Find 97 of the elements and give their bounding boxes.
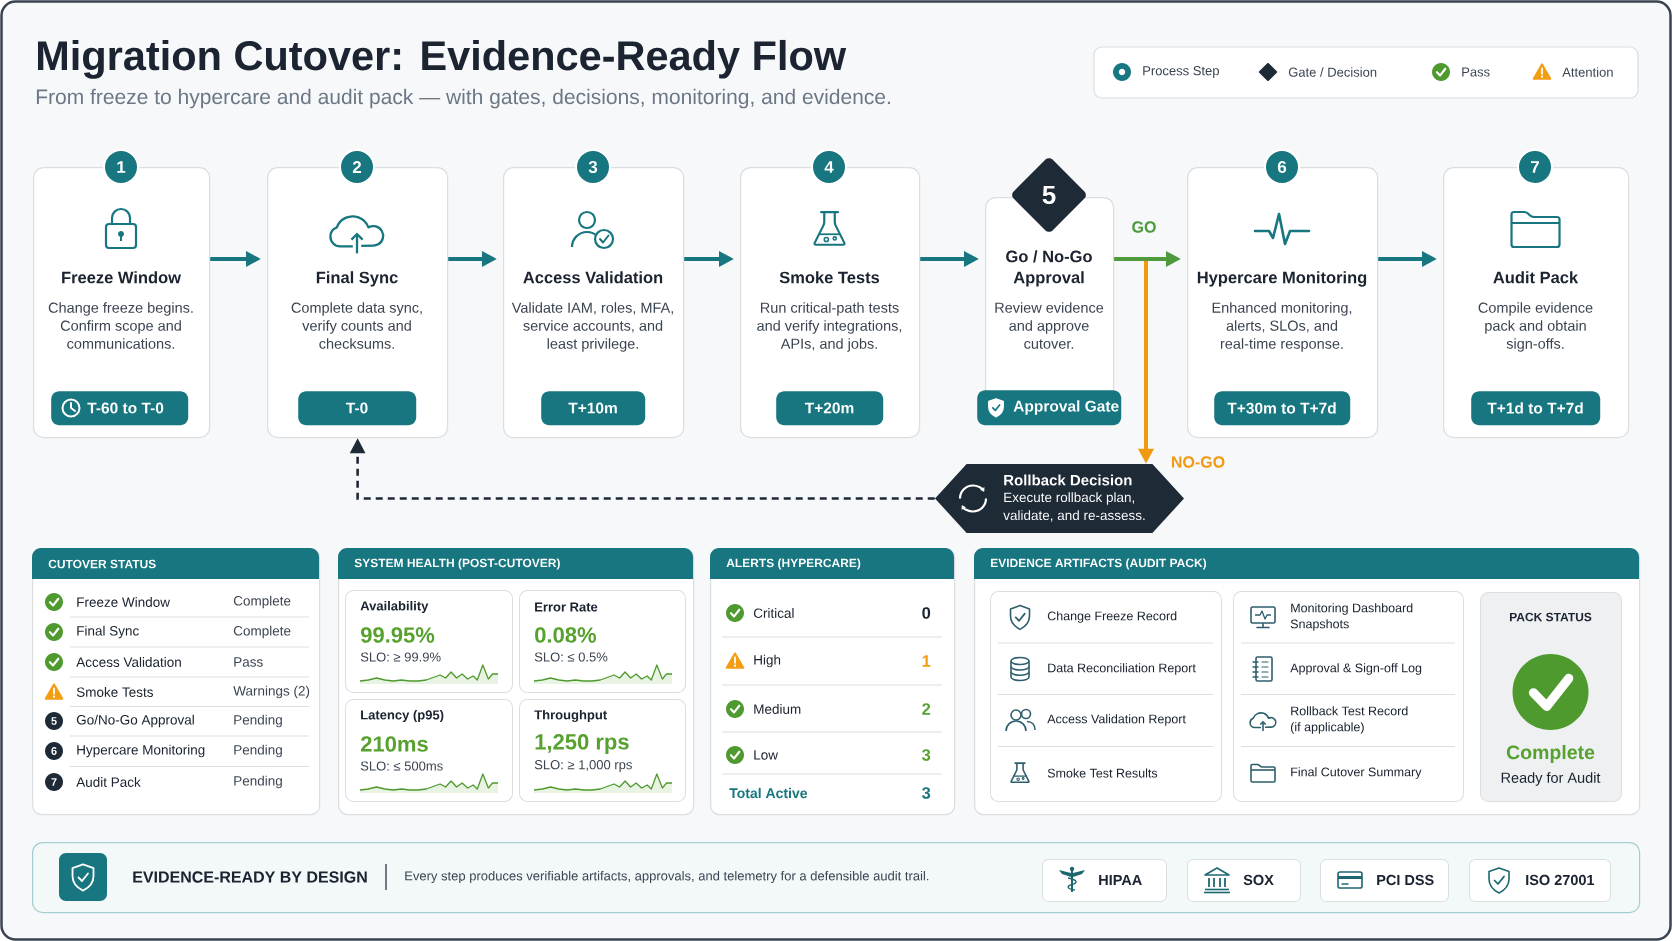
- compliance-badge: PCI DSS: [1320, 859, 1449, 902]
- time-pill: T+30m to T+7d: [1214, 391, 1351, 426]
- number-badge: 6: [45, 742, 63, 760]
- step-description: Run critical-path tests and verify integrations, APIs, and jobs.: [757, 302, 902, 352]
- row-label: Medium: [754, 704, 801, 714]
- step-title: Go / No-Go Approval: [1006, 250, 1092, 287]
- status-text: Pending: [234, 714, 282, 728]
- compliance-badge: HIPAA: [1042, 859, 1167, 902]
- footer-heading: EVIDENCE-READY BY DESIGN: [133, 871, 367, 883]
- count-value: 0: [922, 607, 931, 619]
- number-badge: 7: [1517, 149, 1553, 185]
- step-title: Access Validation: [523, 271, 663, 284]
- metric-value: 99.95%: [361, 627, 435, 643]
- artifact-name: Approval & Sign-off Log: [1290, 663, 1422, 675]
- subtitle: From freeze to hypercare and audit pack — with gates, decisions, monitoring, and evidence.: [36, 88, 890, 109]
- compliance-badge: ISO 27001: [1469, 859, 1611, 902]
- step-title: Smoke Tests: [779, 271, 880, 284]
- artifact-name: Data Reconciliation Report: [1048, 663, 1196, 675]
- legend-label: Gate / Decision: [1288, 67, 1377, 77]
- row-label: Access Validation: [76, 657, 181, 667]
- gate-pill: Approval Gate: [977, 390, 1122, 426]
- number-badge: 1: [103, 149, 139, 185]
- time-pill: T-0: [298, 391, 417, 426]
- metric-value: 210ms: [361, 736, 428, 752]
- artifact-name: Access Validation Report: [1047, 714, 1186, 726]
- metric-value: 1,250 rps: [535, 734, 629, 754]
- title: Migration Cutover: Evidence-Ready Flow: [38, 39, 847, 79]
- footer-text: Every step produces verifiable artifacts, approvals, and telemetry for a defensible audit trail.: [405, 870, 929, 884]
- row-label: Low: [754, 750, 778, 760]
- panel-header: ALERTS (HYPERCARE): [710, 548, 954, 579]
- row-label: High: [754, 654, 781, 668]
- step-description: Compile evidence pack and obtain sign-offs.: [1478, 302, 1593, 352]
- slo-text: SLO: ≥ 99.9%: [360, 652, 441, 662]
- step-title: Final Sync: [316, 271, 398, 287]
- count-value: 2: [922, 703, 931, 715]
- count-value: 3: [922, 787, 931, 799]
- status-text: Pending: [234, 744, 282, 758]
- legend-label: Process Step: [1143, 66, 1219, 78]
- total-label: Total Active: [729, 787, 808, 799]
- metric-label: Throughput: [534, 709, 607, 723]
- legend-label: Attention: [1562, 67, 1613, 77]
- number-badge: 4: [811, 149, 847, 185]
- slo-text: SLO: ≥ 1,000 rps: [534, 760, 632, 772]
- status-text: Complete: [233, 595, 291, 609]
- slo-text: SLO: ≤ 0.5%: [534, 652, 608, 662]
- metric-label: Latency (p95): [361, 709, 444, 723]
- row-label: Smoke Tests: [76, 687, 153, 697]
- status-text: Complete: [233, 625, 291, 639]
- compliance-badge: SOX: [1187, 859, 1301, 902]
- number-badge: 7: [45, 773, 63, 791]
- row-label: Audit Pack: [76, 777, 141, 787]
- count-value: 1: [922, 655, 931, 667]
- row-label: Hypercare Monitoring: [77, 744, 205, 758]
- hexagon-description: Execute rollback plan, validate, and re-assess.: [1003, 492, 1145, 522]
- row-label: Final Sync: [77, 625, 139, 639]
- step-description: Enhanced monitoring, alerts, SLOs, and real-time response.: [1212, 302, 1352, 352]
- number-badge: 5: [45, 712, 63, 730]
- legend-label: Pass: [1462, 67, 1490, 77]
- number-badge: 2: [339, 149, 375, 185]
- artifact-name: Monitoring Dashboard Snapshots: [1290, 603, 1413, 631]
- step-title: Freeze Window: [62, 271, 182, 284]
- status-note: Ready for Audit: [1501, 772, 1601, 786]
- artifact-name: Rollback Test Record (if applicable): [1291, 706, 1408, 734]
- edge-label: NO-GO: [1168, 454, 1228, 470]
- hexagon-title: Rollback Decision: [1004, 474, 1132, 486]
- step-title: Hypercare Monitoring: [1197, 271, 1367, 287]
- status-text: Pass: [234, 657, 263, 667]
- slo-text: SLO: ≤ 500ms: [360, 761, 443, 771]
- status-text: Warnings (2): [233, 685, 310, 699]
- step-description: Complete data sync, verify counts and checksums.: [291, 302, 422, 349]
- time-pill: T-60 to T-0: [51, 391, 189, 426]
- row-label: Critical: [753, 608, 794, 618]
- edge-label: GO: [1129, 219, 1159, 235]
- panel-header: SYSTEM HEALTH (POST-CUTOVER): [338, 548, 693, 579]
- status-heading: PACK STATUS: [1510, 612, 1592, 622]
- metric-value: 0.08%: [535, 627, 596, 643]
- status-value: Complete: [1506, 744, 1595, 764]
- step-title: Audit Pack: [1493, 271, 1579, 284]
- metric-label: Availability: [360, 600, 429, 614]
- metric-label: Error Rate: [535, 602, 598, 612]
- step-description: Validate IAM, roles, MFA, service accounts, and least privilege.: [511, 302, 673, 352]
- time-pill: T+10m: [541, 391, 646, 426]
- step-description: Change freeze begins. Confirm scope and communications.: [48, 302, 193, 349]
- time-pill: T+1d to T+7d: [1471, 391, 1601, 426]
- step-description: Review evidence and approve cutover.: [995, 302, 1104, 349]
- row-label: Go/No-Go Approval: [76, 714, 194, 728]
- number-badge: 3: [575, 149, 611, 185]
- artifact-name: Final Cutover Summary: [1291, 767, 1422, 779]
- row-label: Freeze Window: [77, 597, 170, 607]
- artifact-name: Smoke Test Results: [1047, 768, 1158, 778]
- status-text: Pending: [234, 775, 282, 789]
- number-badge: 6: [1264, 149, 1300, 185]
- time-pill: T+20m: [776, 391, 884, 426]
- artifact-name: Change Freeze Record: [1047, 611, 1177, 623]
- panel-header: CUTOVER STATUS: [32, 548, 319, 579]
- panel-header: EVIDENCE ARTIFACTS (AUDIT PACK): [974, 548, 1639, 579]
- count-value: 3: [922, 749, 931, 761]
